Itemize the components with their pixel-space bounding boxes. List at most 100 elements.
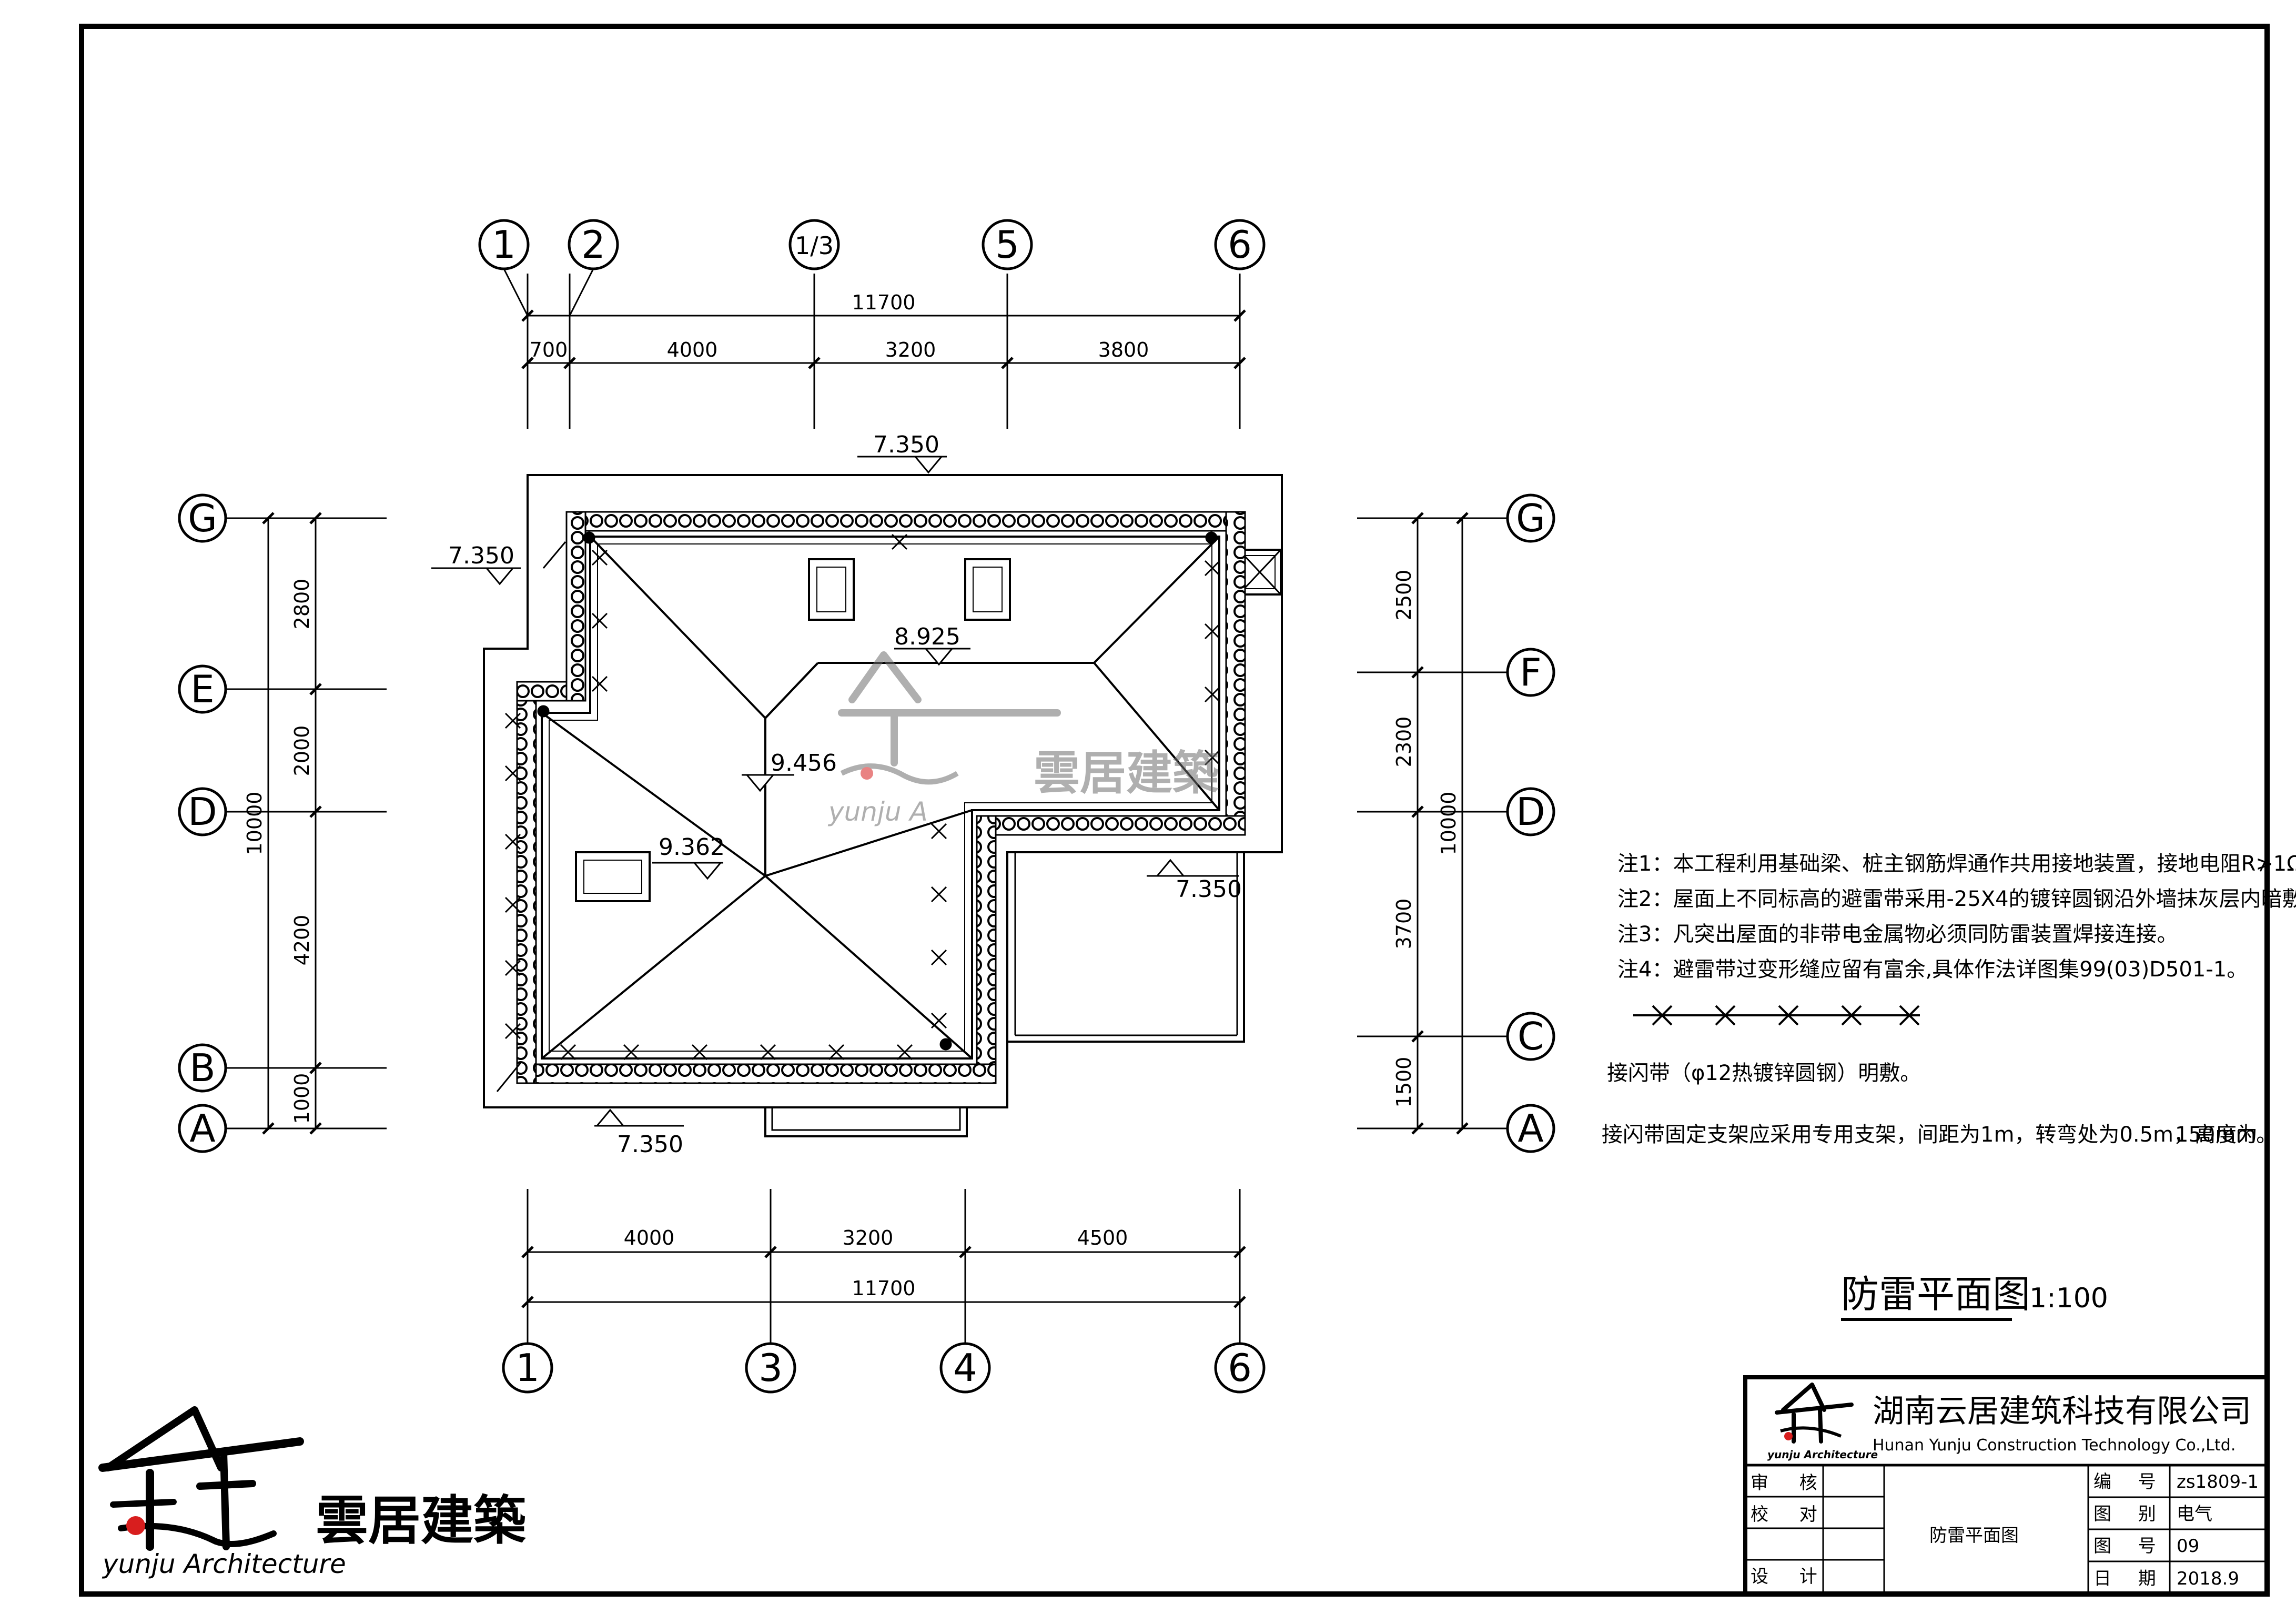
axis-right-a: A — [1518, 1106, 1543, 1151]
note-1: 注1：本工程利用基础梁、桩主钢筋焊通作共用接地装置，接地电阻R≯1Ω。 — [1617, 852, 2296, 876]
axis-right-f: F — [1520, 650, 1541, 694]
axis-top-5: 5 — [995, 223, 1019, 267]
right-dim-1500: 1500 — [1392, 1057, 1415, 1108]
elevation-ridge-left: 9.362 — [659, 834, 725, 861]
note-3: 注3：凡突出屋面的非带电金属物必须同防雷装置焊接连接。 — [1617, 922, 2178, 946]
support-cross-mark — [930, 823, 947, 840]
bottom-dim-3200: 3200 — [843, 1226, 894, 1249]
company-name-en: Hunan Yunju Construction Technology Co.,… — [1873, 1436, 2236, 1455]
role-checker: 校 对 — [1751, 1504, 1830, 1525]
support-cross-mark — [504, 960, 521, 976]
axis-left-b: B — [189, 1046, 215, 1090]
elevation-ridge-high: 8.925 — [894, 623, 960, 650]
axis-left-g: G — [188, 496, 217, 540]
support-cross-mark — [504, 1023, 521, 1040]
lightning-conductor-band — [516, 511, 1246, 1084]
support-cross-mark — [560, 1044, 576, 1061]
roof-skylights — [575, 558, 1011, 902]
legend-cross-mark — [1715, 1005, 1736, 1026]
center-watermark-brand: 雲居建築 — [1034, 746, 1219, 800]
left-dim-4200: 4200 — [290, 915, 313, 966]
support-cross-mark — [623, 1044, 640, 1061]
left-dimension-group — [226, 512, 387, 1135]
support-cross-mark — [591, 549, 608, 566]
right-dimension-group — [1357, 512, 1507, 1135]
legend-cross-mark — [1652, 1005, 1673, 1026]
legend-support-height: 150mm。 — [2175, 1123, 2277, 1147]
field-value-category: 电气 — [2177, 1504, 2212, 1525]
support-cross-mark — [504, 896, 521, 913]
elevation-left: 7.350 — [448, 542, 514, 569]
left-dim-1000: 1000 — [290, 1073, 313, 1124]
support-cross-markers — [504, 533, 1221, 1061]
legend-cross-mark — [1778, 1005, 1799, 1026]
top-axis-bubbles — [478, 219, 1266, 270]
support-cross-mark — [504, 833, 521, 850]
support-cross-mark — [930, 949, 947, 966]
company-logo-text: yunju Architecture — [1767, 1448, 1878, 1461]
support-cross-mark — [504, 712, 521, 729]
role-reviewer: 审 核 — [1751, 1472, 1830, 1494]
axis-bottom-6: 6 — [1228, 1346, 1252, 1390]
field-label-date: 日 期 — [2093, 1568, 2167, 1589]
roof-eave-outline — [483, 474, 1283, 1108]
top-dim-4000: 4000 — [667, 338, 718, 361]
support-cross-mark — [1204, 560, 1221, 577]
top-dim-3200: 3200 — [885, 338, 936, 361]
right-dim-3700: 3700 — [1392, 899, 1415, 950]
legend-label: 接闪带（φ12热镀锌圆钢）明敷。 — [1607, 1061, 1921, 1085]
bottom-total-dimension: 11700 — [852, 1277, 916, 1300]
left-total-dimension: 10000 — [243, 792, 266, 855]
axis-left-e: E — [190, 667, 215, 711]
company-name-cn: 湖南云居建筑科技有限公司 — [1873, 1393, 2251, 1430]
axis-left-d: D — [188, 790, 217, 834]
title-block — [1743, 1375, 2269, 1596]
title-block-drawing-name: 防雷平面图 — [1929, 1525, 2019, 1546]
left-axis-bubbles — [178, 493, 227, 1153]
support-cross-mark — [1204, 623, 1221, 640]
company-logo-icon: yunju Architecture — [1767, 1383, 1878, 1461]
axis-right-c: C — [1518, 1014, 1544, 1058]
right-dim-2500: 2500 — [1392, 570, 1415, 621]
axis-bottom-1: 1 — [515, 1346, 540, 1390]
legend-support-text: 接闪带固定支架应采用专用支架，间距为1m，转弯处为0.5m，高度为 — [1602, 1123, 2258, 1147]
axis-right-g: G — [1516, 496, 1545, 540]
left-dim-2800: 2800 — [290, 579, 313, 630]
support-cross-mark — [760, 1044, 776, 1061]
right-dim-2300: 2300 — [1392, 717, 1415, 768]
right-axis-bubbles — [1506, 493, 1555, 1153]
bottom-dim-4500: 4500 — [1077, 1226, 1128, 1249]
bottom-dim-4000: 4000 — [624, 1226, 675, 1249]
axis-top-2: 2 — [581, 223, 605, 267]
right-total-dimension: 10000 — [1437, 792, 1460, 855]
support-cross-mark — [1204, 686, 1221, 703]
sheet-border — [79, 24, 2270, 1597]
axis-left-a: A — [189, 1106, 215, 1151]
top-total-dimension: 11700 — [852, 291, 916, 314]
support-cross-mark — [1204, 749, 1221, 766]
axis-bottom-3: 3 — [758, 1346, 783, 1390]
axis-top-1-3: 1/3 — [795, 231, 834, 260]
axis-top-1: 1 — [492, 223, 516, 267]
support-cross-mark — [828, 1044, 845, 1061]
legend-cross-mark — [1899, 1005, 1920, 1026]
role-designer: 设 计 — [1751, 1566, 1830, 1587]
bottom-axis-bubbles — [502, 1342, 1266, 1394]
axis-bottom-4: 4 — [953, 1346, 977, 1390]
brand-watermark-logo: 雲居建築 yunju Architecture — [98, 1406, 527, 1579]
elevation-top: 7.350 — [873, 431, 939, 458]
center-watermark-fragment: yunju A — [827, 796, 928, 827]
support-cross-mark — [591, 675, 608, 692]
support-cross-mark — [896, 1044, 913, 1061]
field-value-number: zs1809-1 — [2177, 1471, 2259, 1492]
support-cross-mark — [504, 765, 521, 782]
field-value-date: 2018.9 — [2177, 1568, 2239, 1589]
elevation-markers — [431, 456, 1239, 1127]
drawing-scale: 1:100 — [2029, 1283, 2108, 1314]
axis-right-d: D — [1516, 790, 1545, 834]
left-dim-2000: 2000 — [290, 725, 313, 776]
support-cross-mark — [930, 1012, 947, 1029]
field-value-sheet: 09 — [2177, 1536, 2199, 1557]
top-dimension-group — [521, 274, 1246, 429]
